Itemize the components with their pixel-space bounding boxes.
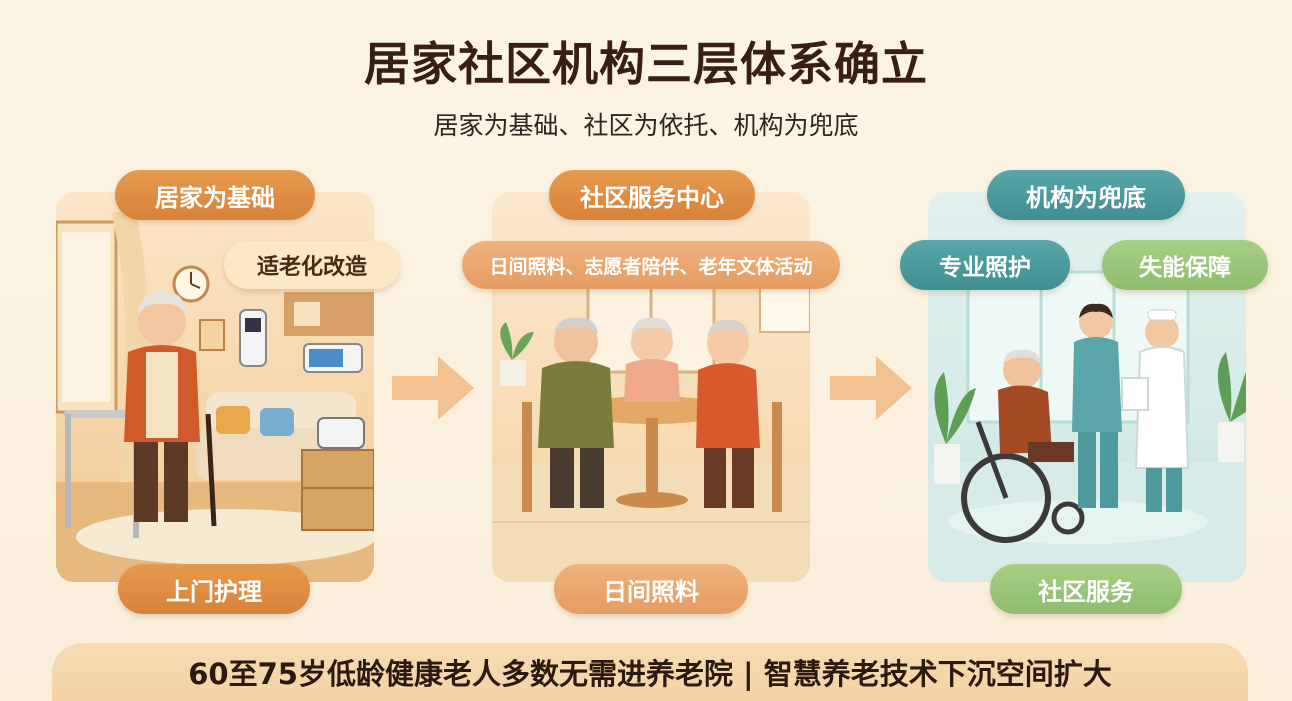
- arrow-right-icon: [830, 356, 912, 420]
- community-tag: 日间照料、志愿者陪伴、老年文体活动: [462, 241, 840, 289]
- page-title: 居家社区机构三层体系确立: [364, 37, 928, 91]
- page-subtitle: 居家为基础、社区为依托、机构为兜底: [433, 111, 859, 140]
- institution-tag-care: 专业照护: [900, 240, 1070, 290]
- footer-banner: 60至75岁低龄健康老人多数无需进养老院 | 智慧养老技术下沉空间扩大: [52, 643, 1248, 701]
- home-bottom-label: 上门护理: [118, 564, 310, 614]
- institution-illustration: [928, 270, 1246, 582]
- institution-bottom-label: 社区服务: [990, 564, 1182, 614]
- home-top-label: 居家为基础: [115, 170, 315, 220]
- community-illustration: [492, 280, 810, 582]
- community-bottom-label: 日间照料: [554, 564, 748, 614]
- institution-top-label: 机构为兜底: [987, 170, 1185, 220]
- footer-text: 60至75岁低龄健康老人多数无需进养老院 | 智慧养老技术下沉空间扩大: [188, 657, 1112, 691]
- community-top-label: 社区服务中心: [549, 170, 755, 220]
- institution-tag-security: 失能保障: [1102, 240, 1268, 290]
- home-tag: 适老化改造: [224, 241, 400, 289]
- arrow-right-icon: [392, 356, 474, 420]
